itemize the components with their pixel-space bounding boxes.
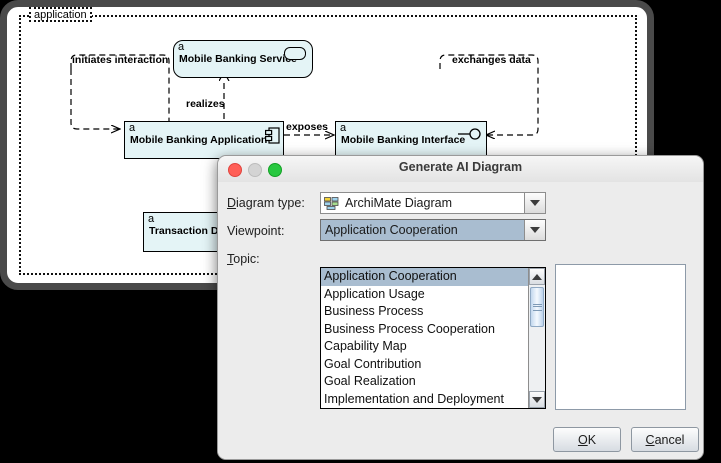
dropdown-option[interactable]: Application Usage	[324, 286, 425, 301]
node-stereotype: a	[129, 122, 136, 134]
dialog-titlebar[interactable]: Generate AI Diagram	[218, 156, 703, 183]
diagram-type-label: Diagram type:	[227, 196, 305, 210]
dropdown-option[interactable]: Capability Map	[324, 339, 407, 353]
node-stereotype: a	[178, 41, 185, 53]
generate-ai-diagram-dialog: Generate AI Diagram Diagram type: ArchiM…	[217, 155, 704, 460]
interface-lollipop-icon	[458, 128, 481, 140]
dialog-body: Diagram type: ArchiMate Diagram Viewpoin…	[218, 182, 703, 459]
node-label: Mobile Banking Application	[130, 134, 268, 146]
topic-label: Topic:	[227, 252, 260, 266]
node-label: Transaction Data	[149, 225, 234, 237]
viewpoint-label: Viewpoint:	[227, 224, 285, 238]
node-label: Mobile Banking Interface	[341, 134, 466, 146]
dropdown-option[interactable]: Implementation and Deployment	[324, 391, 504, 406]
edge-label-exchanges-data: exchanges data	[452, 54, 531, 66]
topic-label-text: opic:	[233, 252, 260, 266]
minimize-window-button[interactable]	[248, 163, 262, 177]
application-group-label: application	[29, 7, 92, 22]
service-badge-icon	[284, 47, 306, 60]
component-badge-icon	[265, 127, 280, 144]
ok-label: K	[587, 432, 597, 447]
cancel-mnemonic: C	[645, 432, 655, 447]
diagram-type-value: ArchiMate Diagram	[345, 196, 452, 210]
topic-textarea[interactable]	[555, 264, 686, 410]
scrollbar-thumb[interactable]	[530, 287, 544, 327]
diagram-type-combobox[interactable]: ArchiMate Diagram	[320, 192, 546, 214]
archimate-node-mobile-banking-service[interactable]: a Mobile Banking Service	[173, 40, 313, 78]
diagram-type-label-text: iagram type:	[236, 196, 305, 210]
node-stereotype: a	[148, 213, 155, 225]
node-stereotype: a	[340, 122, 347, 134]
diagram-type-mnemonic: D	[227, 196, 237, 210]
ok-mnemonic: O	[577, 432, 588, 447]
archimate-diagram-icon	[324, 196, 339, 210]
edge-label-initiates-interaction: initiates interaction	[72, 54, 169, 66]
edge-label-realizes: realizes	[186, 98, 225, 110]
dropdown-option[interactable]: Goal Contribution	[324, 356, 422, 371]
cancel-label: ancel	[654, 432, 685, 447]
close-window-button[interactable]	[228, 163, 242, 177]
dropdown-option[interactable]: Business Process Cooperation	[324, 321, 495, 336]
scrollbar-track[interactable]	[529, 285, 545, 391]
archimate-node-mobile-banking-application[interactable]: a Mobile Banking Application	[124, 121, 284, 159]
archimate-node-mobile-banking-interface[interactable]: a Mobile Banking Interface	[335, 121, 487, 159]
dialog-title: Generate AI Diagram	[398, 160, 523, 174]
topic-mnemonic: T	[227, 252, 234, 266]
node-label: Mobile Banking Service	[179, 53, 297, 65]
dropdown-option[interactable]: Business Process	[324, 304, 424, 318]
viewpoint-value: Application Cooperation	[325, 223, 458, 237]
viewpoint-combobox[interactable]: Application Cooperation	[320, 219, 546, 241]
dropdown-scrollbar[interactable]	[528, 268, 545, 408]
viewpoint-chevron-down-icon[interactable]	[524, 220, 545, 240]
maximize-window-button[interactable]	[268, 163, 282, 177]
dropdown-option[interactable]: Goal Realization	[324, 374, 416, 388]
scroll-up-button[interactable]	[529, 268, 545, 285]
edge-label-exposes: exposes	[286, 121, 329, 133]
viewpoint-dropdown-options: Application Cooperation Application Usag…	[321, 268, 528, 408]
viewpoint-dropdown-list[interactable]: Application Cooperation Application Usag…	[320, 267, 546, 409]
dropdown-option[interactable]: Application Cooperation	[321, 268, 528, 286]
diagram-type-chevron-down-icon[interactable]	[524, 193, 545, 213]
scroll-down-button[interactable]	[529, 391, 545, 408]
